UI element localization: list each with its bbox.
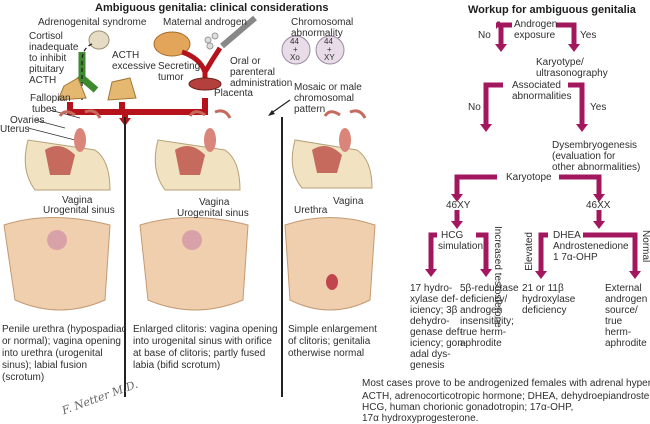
karyotype-xy-circle (315, 35, 345, 65)
mosaic-arrow (269, 99, 291, 115)
yes-label-1: Yes (580, 30, 597, 41)
pelvis-illustration-3 (291, 109, 373, 189)
maternal-androgen-label: Maternal androgen (163, 17, 247, 28)
maternal-red-pathway (181, 46, 223, 74)
panel1-vagina-label: Vagina (62, 195, 93, 206)
placenta-illustration (188, 77, 222, 91)
panel-divider-1 (124, 117, 126, 397)
external-genitalia-illustration-1 (3, 217, 111, 311)
secreting-tumor-illustration (153, 31, 191, 57)
panel3-vagina-label: Vagina (333, 196, 364, 207)
footnote-most-cases: Most cases prove to be androgenized fema… (362, 378, 650, 389)
karyotype-xo-circle (281, 35, 311, 65)
red-pathway-bracket (67, 98, 208, 115)
placenta-label: Placenta (214, 88, 253, 99)
adrenogenital-syndrome-label: Adrenogenital syndrome (38, 17, 147, 28)
pelvis-illustration-1 (24, 109, 111, 191)
anatomy-leader-lines (27, 109, 81, 141)
feedback-dashed-arrow (81, 43, 93, 100)
pelvis-illustration-2 (154, 109, 241, 191)
increased-testosterone-label: Increased testosterone (492, 226, 503, 328)
46xy-node: 46XY (446, 200, 471, 211)
external-genitalia-illustration-3 (284, 217, 376, 311)
karyotope-node: Karyotope (506, 172, 552, 183)
flowchart-arrowheads (425, 44, 641, 279)
panel-divider-2 (281, 117, 283, 397)
elevated-label: Elevated (524, 232, 535, 271)
no-label-1: No (478, 30, 491, 41)
panel2-vagina-label: Vagina (199, 197, 230, 208)
no-label-2: No (468, 102, 481, 113)
panel3-urethra-label: Urethra (294, 205, 328, 216)
syringe-illustration (220, 15, 257, 49)
pituitary-illustration (88, 30, 110, 50)
flowchart-connectors (428, 22, 638, 272)
left-title: Ambiguous genitalia: clinical considerat… (95, 2, 329, 14)
external-genitalia-illustration-2 (139, 217, 249, 311)
uterus-label: Uterus (0, 124, 30, 135)
adrenal-right-illustration (107, 77, 137, 101)
yes-label-2: Yes (590, 102, 607, 113)
right-title: Workup for ambiguous genitalia (468, 4, 636, 16)
46xx-node: 46XX (586, 200, 611, 211)
normal-label: Normal (640, 230, 650, 263)
ovaries-label: Ovaries (10, 115, 45, 126)
adrenal-left-illustration (57, 77, 87, 101)
panel2-urogenital-sinus-label: Urogenital sinus (177, 208, 249, 219)
panel1-urogenital-sinus-label: Urogenital sinus (43, 205, 115, 216)
